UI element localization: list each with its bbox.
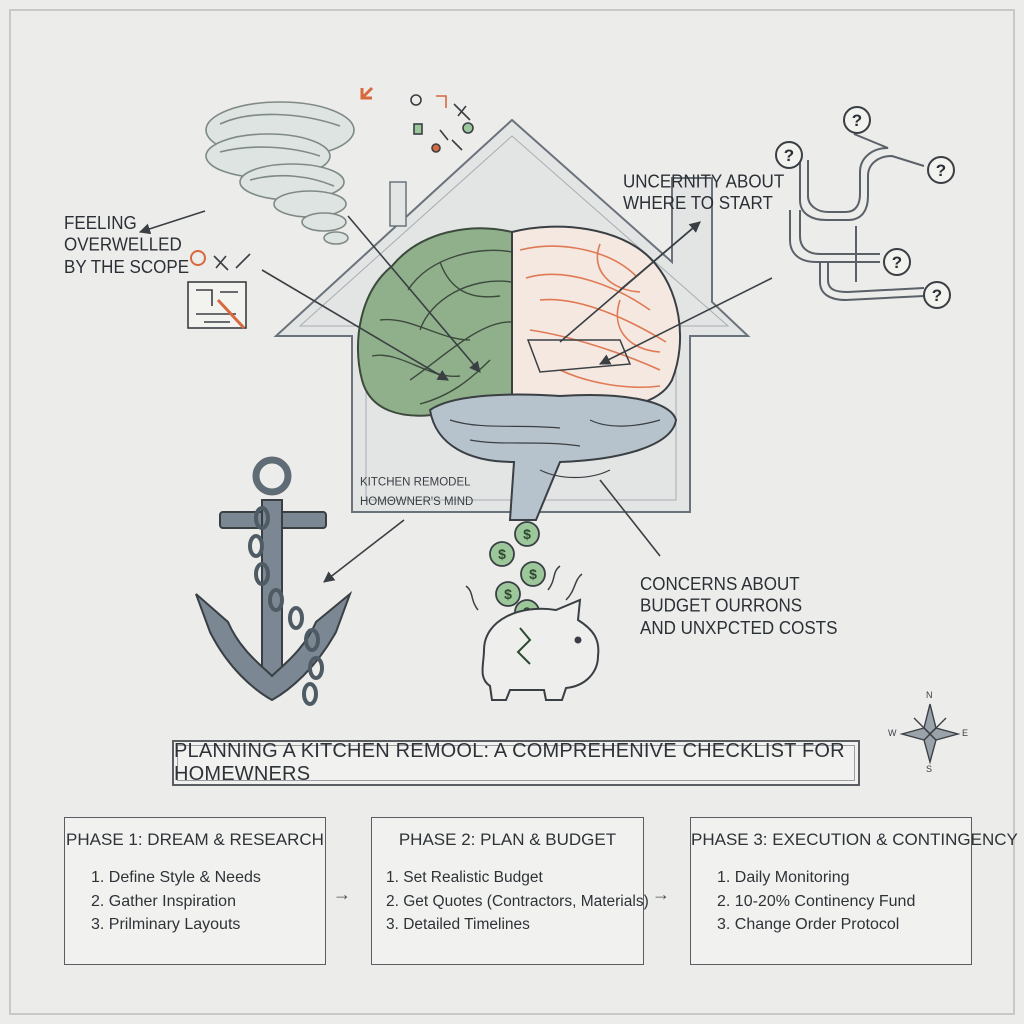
dollar-coin-icon — [489, 541, 515, 567]
flow-arrow-1: → — [333, 884, 351, 904]
svg-text:$: $ — [523, 526, 531, 542]
question-mark-icon — [927, 156, 955, 184]
svg-text:?: ? — [852, 111, 862, 130]
phase-2-box: PHASE 2: PLAN & BUDGET 1. Set Realistic … — [371, 817, 649, 965]
compass-east-label: E — [962, 728, 969, 738]
svg-text:$: $ — [504, 586, 512, 602]
center-line-2: HOMΘWNER'S MIND — [360, 494, 474, 508]
svg-text:?: ? — [892, 253, 902, 272]
dollar-coin-icon — [520, 561, 546, 587]
pipe-maze-icon — [789, 133, 925, 302]
overwhelm-line-1: FEELING — [64, 212, 137, 234]
phase-3-title: PHASE 3: EXECUTION & CONTINGENCY — [691, 830, 1018, 849]
checklist-title: PLANNING A KITCHEN REMOOL: A COMPREHENIV… — [172, 740, 860, 786]
list-item: 3. Detailed Timelines — [386, 916, 530, 933]
svg-text:?: ? — [784, 146, 794, 165]
list-item: 3. Change Order Protocol — [717, 916, 900, 933]
svg-text:?: ? — [936, 161, 946, 180]
phase-3-box: PHASE 3: EXECUTION & CONTINGENCY 1. Dail… — [690, 817, 1018, 965]
piggy-bank-icon — [481, 598, 600, 701]
list-item: 2. 10-20% Continency Fund — [717, 892, 916, 910]
phase-1-title: PHASE 1: DREAM & RESEARCH — [66, 830, 324, 849]
page-frame — [9, 9, 1015, 1015]
budget-line-3: AND UNXPCTED COSTS — [640, 617, 838, 639]
tools-icon — [410, 94, 474, 153]
budget-concerns-label: CONCERNS ABOUT BUDGET OURRONS AND UNXPCT… — [640, 574, 837, 640]
compass-south-label: S — [926, 764, 933, 774]
homeowner-mind-label: KITCHEN REMODEL HOMΘWNER'S MIND — [360, 474, 473, 512]
phase-2-title: PHASE 2: PLAN & BUDGET — [398, 830, 617, 849]
question-mark-icons — [775, 106, 955, 309]
list-item: 1. Set Realistic Budget — [386, 869, 543, 886]
list-item: 1. Daily Monitoring — [717, 869, 850, 886]
phase-3-list: 1. Daily Monitoring 2. 10-20% Continency… — [691, 866, 971, 937]
question-mark-icon — [775, 141, 803, 169]
budget-line-1: CONCERNS ABOUT — [640, 573, 800, 595]
list-item: 2. Gather Inspiration — [91, 892, 236, 910]
tornado-arrow — [360, 86, 374, 100]
compass-north-label: N — [926, 690, 933, 700]
uncertainty-line-2: WHERE TO START — [623, 193, 773, 214]
overwhelm-line-3: BY THE SCOPE — [64, 256, 190, 278]
svg-text:$: $ — [529, 566, 537, 582]
uncertainty-label: UNCERNITY ABOUT WHERE TO START — [623, 171, 784, 215]
overwhelm-label: FEELING OVERWELLED BY THE SCOPE — [64, 213, 189, 279]
dollar-coin-icon — [495, 581, 521, 607]
list-item: 2. Get Quotes (Contractors, Materials) — [386, 892, 649, 910]
phase-1-box: PHASE 1: DREAM & RESEARCH 1. Define Styl… — [64, 817, 326, 965]
blueprint-icon — [187, 250, 251, 330]
question-mark-icon — [883, 248, 911, 276]
callout-arrows — [138, 210, 773, 583]
anchor-icon — [195, 456, 353, 702]
budget-line-2: BUDGET OURRONS — [640, 595, 803, 617]
list-item: 1. Define Style & Needs — [91, 869, 261, 886]
svg-text:?: ? — [932, 286, 942, 305]
svg-text:$: $ — [498, 546, 506, 562]
uncertainty-line-1: UNCERNITY ABOUT — [623, 171, 785, 192]
compass-rose-icon — [899, 703, 961, 765]
phase-1-list: 1. Define Style & Needs 2. Gather Inspir… — [65, 866, 325, 937]
overwhelm-line-2: OVERWELLED — [64, 234, 182, 256]
question-mark-icon — [843, 106, 871, 134]
compass-west-label: W — [888, 728, 897, 738]
chain-icon — [248, 506, 324, 706]
center-line-1: KITCHEN REMODEL — [360, 475, 471, 489]
dollar-coin-icon — [514, 521, 540, 547]
tornado-icon — [205, 101, 355, 245]
phase-2-list: 1. Set Realistic Budget 2. Get Quotes (C… — [372, 866, 649, 937]
list-item: 3. Prilminary Layouts — [91, 916, 241, 933]
flow-arrow-2: → — [652, 884, 670, 904]
question-mark-icon — [923, 281, 951, 309]
